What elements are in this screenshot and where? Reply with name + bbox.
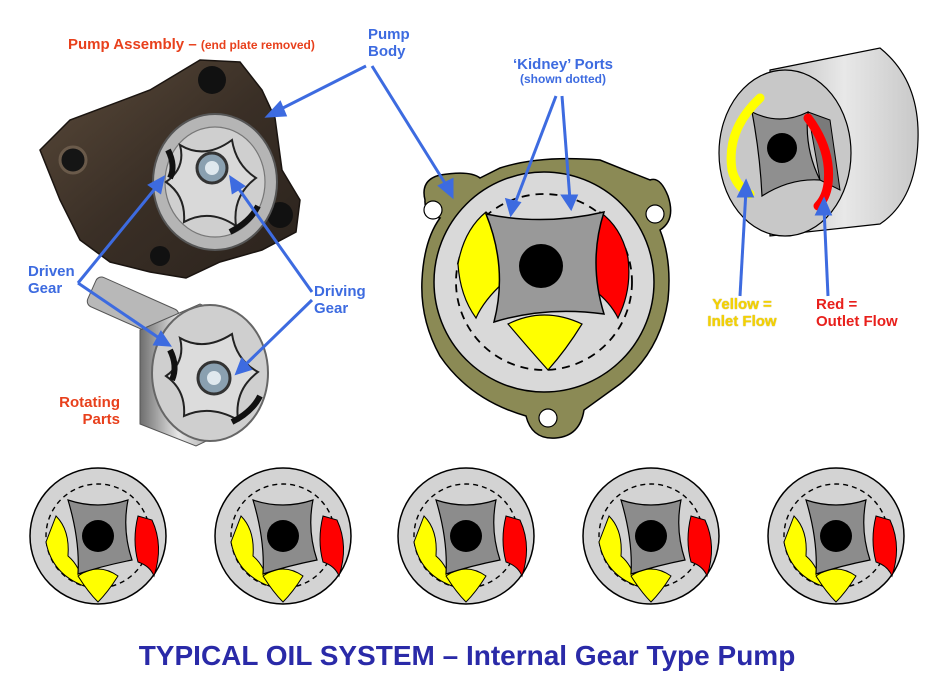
gear-sequence-row: [29, 467, 905, 605]
sequence-step-3: [397, 467, 535, 605]
rotating-parts-label: Rotating Parts: [54, 394, 120, 429]
diagram-title: TYPICAL OIL SYSTEM – Internal Gear Type …: [138, 640, 796, 671]
inlet-flow-legend: Yellow = Inlet Flow: [702, 296, 782, 331]
driven-gear-label-line2: Gear: [28, 280, 63, 298]
kidney-ports-label-note: (shown dotted): [520, 72, 606, 87]
rotating-parts-illustration: [86, 276, 269, 447]
driven-gear-label-line1: Driven: [28, 263, 75, 280]
inlet-flow-legend-line1: Yellow =: [712, 296, 772, 313]
inlet-flow-legend-line2: Inlet Flow: [707, 313, 777, 331]
pump-body-label: Pump Body: [368, 26, 410, 61]
outlet-flow-legend-line1: Red =: [816, 296, 858, 313]
kidney-ports-label-main: ‘Kidney’ Ports: [512, 56, 614, 73]
sequence-step-4: [582, 467, 720, 605]
pump-assembly-label-note: (end plate removed): [200, 38, 315, 52]
pump-assembly-illustration: [39, 59, 301, 279]
flow-drum-diagram: [718, 47, 919, 237]
driving-gear-label: Driving Gear: [314, 283, 366, 318]
pump-housing-diagram: [421, 157, 672, 439]
callout-arrows: [76, 64, 833, 376]
driving-gear-label-line1: Driving: [314, 283, 366, 300]
rotating-parts-label-line1: Rotating: [59, 394, 120, 411]
sequence-step-1: [29, 467, 167, 605]
pump-body-label-line2: Body: [368, 43, 406, 61]
driving-gear-label-line2: Gear: [314, 300, 349, 318]
pump-body-label-line1: Pump: [368, 26, 410, 43]
outlet-flow-legend-line2: Outlet Flow: [816, 313, 898, 331]
sequence-step-5: [767, 467, 905, 605]
pump-assembly-label: Pump Assembly – (end plate removed): [68, 36, 315, 53]
driven-gear-label: Driven Gear: [28, 263, 75, 298]
rotating-parts-label-line2: Parts: [82, 411, 120, 429]
pump-assembly-label-main: Pump Assembly –: [68, 36, 197, 53]
kidney-ports-label: ‘Kidney’ Ports (shown dotted): [508, 56, 618, 87]
sequence-step-2: [214, 467, 352, 605]
outlet-flow-legend: Red = Outlet Flow: [816, 296, 898, 331]
